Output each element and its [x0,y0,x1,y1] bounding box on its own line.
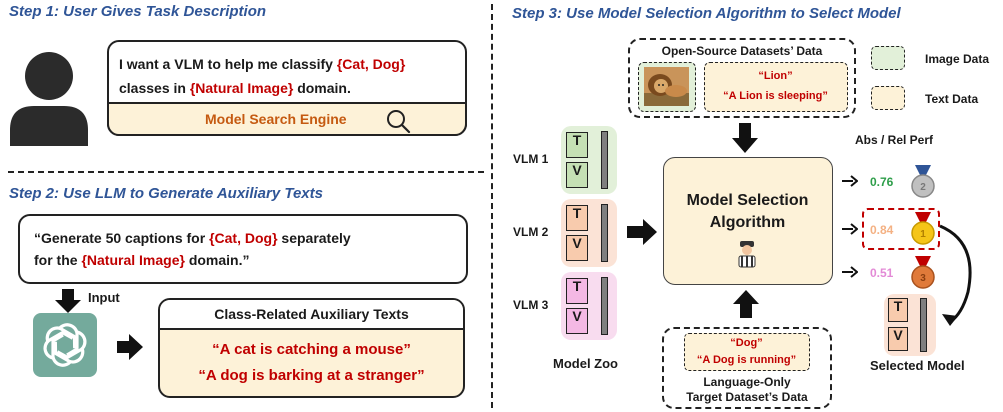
selected-model-label: Selected Model [870,358,965,373]
open-source-title: Open-Source Datasets’ Data [661,44,823,58]
bronze-medal-icon: 3 [911,256,935,289]
text-encoder: T [566,278,588,304]
vlm3-label: VLM 3 [513,298,549,312]
auxiliary-texts-header: Class-Related Auxiliary Texts [160,300,463,330]
target-text-container: “Dog” “A Dog is running” [684,333,810,371]
perf-score-3: 0.51 [870,266,894,280]
target-title-line-1: Language-Only [703,375,791,389]
small-arrow-icon [842,175,858,187]
svg-text:1: 1 [920,229,926,240]
llm-prompt-box: “Generate 50 captions for {Cat, Dog} sep… [18,214,468,284]
vlm3-model: T V [561,272,617,340]
vlm2-model: T V [561,199,617,267]
vision-encoder: V [566,235,588,261]
llm-prompt-line-1: “Generate 50 captions for {Cat, Dog} sep… [34,230,351,246]
task-line-2: classes in {Natural Image} domain. [119,80,351,96]
target-dataset-box: “Dog” “A Dog is running” Language-Only T… [662,327,832,409]
svg-text:3: 3 [920,273,926,284]
legend-text-label: Text Data [925,92,979,106]
chatgpt-logo-icon [33,313,97,377]
down-arrow-icon [55,289,81,313]
projection-layer [601,204,608,262]
vertical-divider [491,4,493,408]
step2-title: Step 2: Use LLM to Generate Auxiliary Te… [9,185,323,202]
text-encoder: T [566,132,588,158]
vlm2-label: VLM 2 [513,225,549,239]
task-description-box: I want a VLM to help me classify {Cat, D… [107,40,467,136]
referee-icon [738,241,756,268]
legend-image-swatch [871,46,905,70]
input-label: Input [88,290,120,305]
projection-layer [601,131,608,189]
open-source-text-container: “Lion” “A Lion is sleeping” [704,62,848,112]
perf-score-2: 0.84 [870,223,894,237]
gold-medal-icon: 1 [911,212,935,245]
right-arrow-icon [627,219,657,245]
target-title-line-2: Target Dataset’s Data [686,390,808,404]
silver-medal-icon: 2 [911,165,935,198]
aux-text-dog: “A dog is barking at a stranger” [198,367,425,384]
auxiliary-texts-title: Class-Related Auxiliary Texts [214,306,409,322]
abs-rel-perf-label: Abs / Rel Perf [855,133,934,147]
auxiliary-texts-box: Class-Related Auxiliary Texts “A cat is … [158,298,465,398]
msa-line-2: Algorithm [709,214,786,231]
text-encoder: T [888,298,908,322]
legend-image-label: Image Data [925,52,990,66]
search-icon [387,110,411,134]
perf-score-1: 0.76 [870,175,894,189]
llm-prompt-line-2: for the {Natural Image} domain.” [34,252,250,268]
small-arrow-icon [842,266,858,278]
vlm1-model: T V [561,126,617,194]
vision-encoder: V [566,308,588,334]
horizontal-divider [8,171,484,173]
msa-line-1: Model Selection [686,192,809,209]
aux-text-cat: “A cat is catching a mouse” [212,341,411,358]
vision-encoder: V [566,162,588,188]
open-source-datasets-box: Open-Source Datasets’ Data “Lion” “A Lio… [628,38,856,118]
up-arrow-icon [733,290,759,318]
step1-title: Step 1: User Gives Task Description [9,3,267,20]
vision-encoder: V [888,327,908,351]
os-text-lion: “Lion” [758,70,793,82]
projection-layer [920,298,927,352]
projection-layer [601,277,608,335]
legend-text-swatch [871,86,905,110]
model-zoo-label: Model Zoo [553,356,618,371]
lion-image-container [638,62,696,112]
best-score-highlight [862,208,940,250]
right-arrow-icon [117,334,143,360]
selected-model: T V [884,294,936,356]
search-engine-label: Model Search Engine [205,111,347,127]
vlm1-label: VLM 1 [513,152,549,166]
user-avatar-icon [8,50,90,151]
task-line-1: I want a VLM to help me classify {Cat, D… [119,56,406,72]
model-selection-algorithm-box: Model Selection Algorithm [663,157,833,285]
target-text-dog-running: “A Dog is running” [696,354,797,366]
small-arrow-icon [842,223,858,235]
target-text-dog: “Dog” [730,337,763,349]
curved-arrow-icon [939,224,972,326]
lion-image [644,67,689,106]
down-arrow-icon [732,123,758,153]
model-search-engine-bar[interactable]: Model Search Engine [107,102,467,136]
text-encoder: T [566,205,588,231]
os-text-lion-sleeping: “A Lion is sleeping” [723,90,828,102]
svg-text:2: 2 [920,182,926,193]
step3-title: Step 3: Use Model Selection Algorithm to… [512,5,901,22]
